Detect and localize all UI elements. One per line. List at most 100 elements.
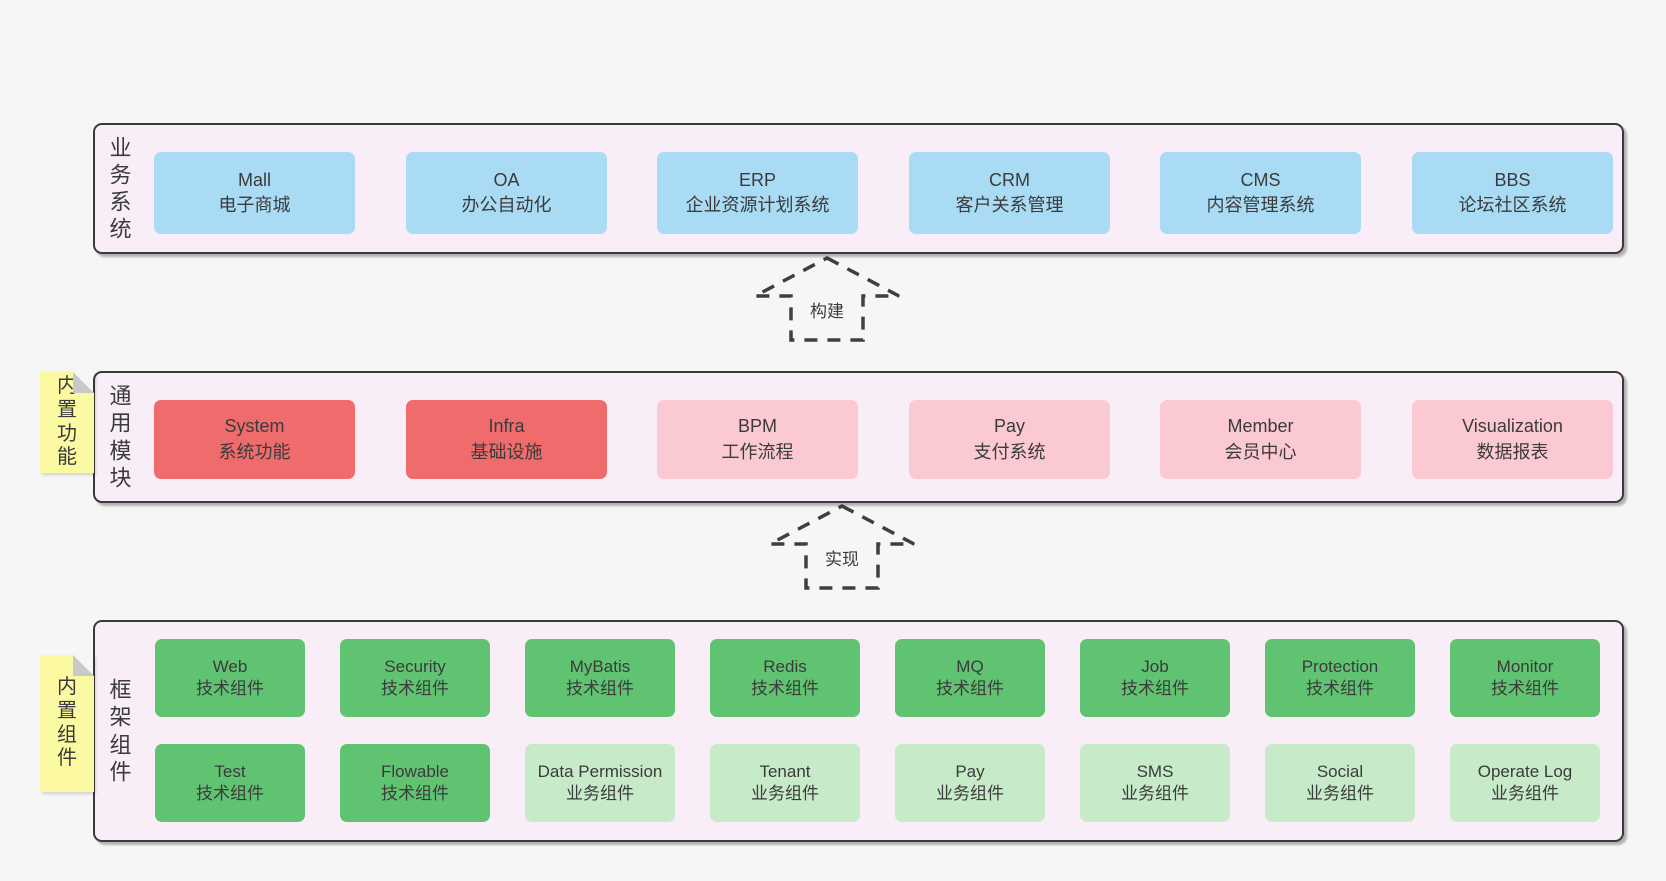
box-title: Redis (763, 656, 807, 676)
box-title: Protection (1301, 656, 1379, 676)
layer-common-modules: 通用模块 System 系统功能 Infra 基础设施 BPM 工作流程 Pay… (93, 371, 1624, 503)
box-subtitle: 业务组件 (936, 784, 1004, 803)
box-title: Social (1316, 761, 1364, 781)
box-title: Operate Log (1477, 761, 1573, 781)
up-arrow-icon (769, 504, 915, 590)
box-subtitle: 论坛社区系统 (1458, 195, 1567, 215)
box-title: System (224, 416, 285, 437)
box-title: BPM (737, 416, 777, 437)
box-title: SMS (1136, 761, 1174, 781)
note-builtin-components: 内置组件 (40, 655, 94, 792)
box-title: MyBatis (569, 656, 631, 676)
box-subtitle: 办公自动化 (461, 195, 552, 215)
layer-business-side-label: 业务系统 (109, 134, 132, 242)
box-title: Member (1227, 416, 1294, 437)
box-title: Pay (993, 416, 1026, 437)
box-operate-log: Operate Log 业务组件 (1450, 744, 1600, 822)
layer-components-side-label: 框架组件 (109, 677, 132, 785)
box-subtitle: 技术组件 (936, 679, 1004, 698)
box-infra: Infra 基础设施 (406, 400, 607, 479)
box-title: Monitor (1496, 656, 1554, 676)
box-subtitle: 企业资源计划系统 (685, 195, 830, 215)
box-subtitle: 业务组件 (1306, 784, 1374, 803)
box-title: Pay (955, 761, 985, 781)
box-title: Job (1141, 656, 1169, 676)
box-subtitle: 技术组件 (196, 679, 264, 698)
box-title: BBS (1494, 169, 1531, 190)
box-member: Member 会员中心 (1160, 400, 1361, 479)
box-subtitle: 技术组件 (1306, 679, 1374, 698)
layer-framework-components: 框架组件 Web 技术组件 Security 技术组件 MyBatis 技术组件… (93, 620, 1624, 842)
box-subtitle: 业务组件 (566, 784, 634, 803)
box-mall: Mall 电子商城 (154, 152, 355, 234)
box-title: Test (214, 761, 246, 781)
box-subtitle: 技术组件 (566, 679, 634, 698)
box-title: Visualization (1462, 416, 1563, 437)
box-subtitle: 数据报表 (1476, 441, 1549, 462)
box-job: Job 技术组件 (1080, 639, 1230, 717)
arrow-implement-label: 实现 (822, 545, 862, 570)
box-security: Security 技术组件 (340, 639, 490, 717)
box-bbs: BBS 论坛社区系统 (1412, 152, 1613, 234)
box-subtitle: 基础设施 (470, 441, 543, 462)
box-web: Web 技术组件 (155, 639, 305, 717)
box-sms: SMS 业务组件 (1080, 744, 1230, 822)
box-subtitle: 工作流程 (721, 441, 794, 462)
box-title: Tenant (759, 761, 811, 781)
arrow-build-label: 构建 (807, 297, 847, 322)
box-subtitle: 业务组件 (1121, 784, 1189, 803)
note-builtin-features: 内置功能 (40, 372, 94, 473)
note-fold-icon (73, 372, 94, 393)
box-social: Social 业务组件 (1265, 744, 1415, 822)
box-monitor: Monitor 技术组件 (1450, 639, 1600, 717)
box-subtitle: 电子商城 (218, 195, 291, 215)
box-erp: ERP 企业资源计划系统 (657, 152, 858, 234)
box-title: ERP (738, 169, 776, 190)
box-test: Test 技术组件 (155, 744, 305, 822)
box-title: CMS (1240, 169, 1281, 190)
box-title: Flowable (380, 761, 450, 781)
arrow-build: 构建 (752, 255, 902, 343)
box-flowable: Flowable 技术组件 (340, 744, 490, 822)
box-subtitle: 技术组件 (751, 679, 819, 698)
arrow-implement: 实现 (767, 503, 917, 591)
box-title: CRM (989, 169, 1030, 190)
box-redis: Redis 技术组件 (710, 639, 860, 717)
box-pay-component: Pay 业务组件 (895, 744, 1045, 822)
box-subtitle: 会员中心 (1224, 441, 1297, 462)
box-subtitle: 技术组件 (196, 784, 264, 803)
box-subtitle: 业务组件 (1491, 784, 1559, 803)
box-title: Data Permission (537, 761, 663, 781)
box-oa: OA 办公自动化 (406, 152, 607, 234)
box-bpm: BPM 工作流程 (657, 400, 858, 479)
box-system: System 系统功能 (154, 400, 355, 479)
box-subtitle: 支付系统 (973, 441, 1046, 462)
box-title: Security (384, 656, 446, 676)
box-crm: CRM 客户关系管理 (909, 152, 1110, 234)
box-subtitle: 内容管理系统 (1206, 195, 1315, 215)
box-subtitle: 技术组件 (381, 784, 449, 803)
note-text: 内置功能 (57, 375, 77, 469)
box-cms: CMS 内容管理系统 (1160, 152, 1361, 234)
box-mybatis: MyBatis 技术组件 (525, 639, 675, 717)
box-mq: MQ 技术组件 (895, 639, 1045, 717)
box-subtitle: 技术组件 (381, 679, 449, 698)
box-protection: Protection 技术组件 (1265, 639, 1415, 717)
layer-business-systems: 业务系统 Mall 电子商城 OA 办公自动化 ERP 企业资源计划系统 CRM… (93, 123, 1624, 254)
box-subtitle: 系统功能 (218, 441, 291, 462)
box-subtitle: 技术组件 (1121, 679, 1189, 698)
layer-modules-side-label: 通用模块 (109, 383, 132, 491)
box-title: Mall (237, 169, 271, 190)
box-pay-system: Pay 支付系统 (909, 400, 1110, 479)
box-title: OA (493, 169, 520, 190)
note-text: 内置组件 (57, 676, 77, 770)
box-title: Web (212, 656, 248, 676)
box-title: Infra (488, 416, 525, 437)
box-visualization: Visualization 数据报表 (1412, 400, 1613, 479)
box-title: MQ (956, 656, 984, 676)
box-tenant: Tenant 业务组件 (710, 744, 860, 822)
box-subtitle: 客户关系管理 (955, 195, 1064, 215)
note-fold-icon (73, 655, 94, 676)
box-subtitle: 业务组件 (751, 784, 819, 803)
